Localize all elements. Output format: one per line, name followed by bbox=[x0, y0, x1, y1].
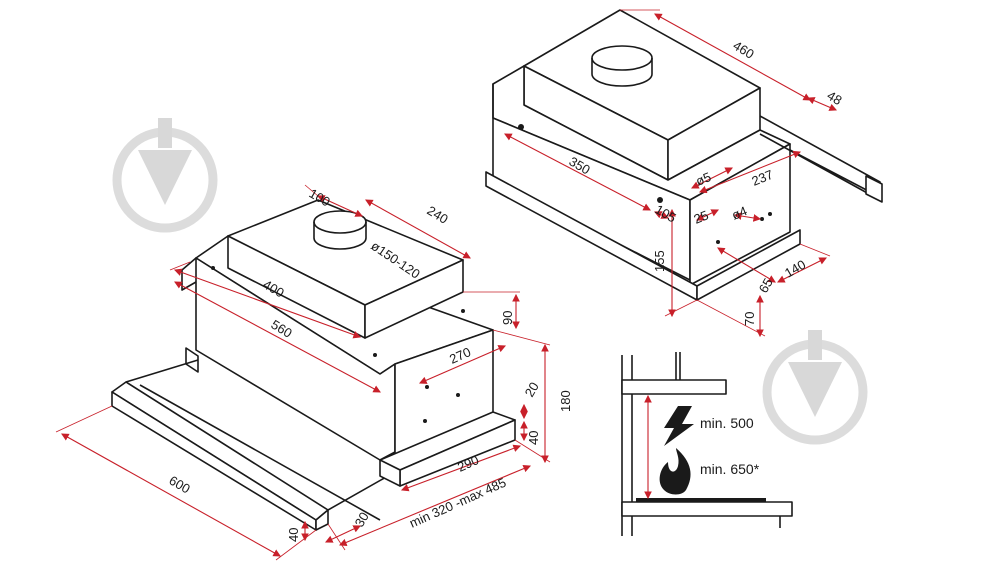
dim-40-bottom: 40 bbox=[286, 528, 301, 542]
dim-600: 600 bbox=[167, 473, 193, 497]
gas-flame-icon bbox=[659, 448, 691, 495]
dim-25: 25 bbox=[692, 207, 711, 226]
watermark-right-icon bbox=[762, 330, 868, 445]
min-gas-label: min. 650* bbox=[700, 461, 760, 477]
dim-min320-max485: min 320 -max 485 bbox=[407, 475, 508, 531]
dim-155: 155 bbox=[652, 250, 667, 272]
dim-140: 140 bbox=[782, 257, 808, 281]
dim-diameter-4: ø4 bbox=[730, 203, 750, 223]
installation-diagram: min. 500 min. 650* bbox=[621, 352, 793, 536]
dim-70: 70 bbox=[742, 312, 757, 326]
dim-40-right: 40 bbox=[526, 431, 541, 445]
left-dimension-lines bbox=[55, 184, 551, 561]
dim-90: 90 bbox=[500, 311, 515, 325]
dim-180: 180 bbox=[558, 390, 573, 412]
dim-diameter-5: ø5 bbox=[694, 169, 714, 189]
watermark-left-icon bbox=[112, 118, 218, 233]
electric-icon bbox=[664, 406, 694, 446]
dim-240: 240 bbox=[424, 203, 450, 227]
min-electric-label: min. 500 bbox=[700, 415, 754, 431]
dim-65: 65 bbox=[756, 275, 776, 295]
dim-20: 20 bbox=[522, 379, 542, 399]
right-dimension-lines bbox=[504, 9, 838, 338]
dim-48: 48 bbox=[824, 88, 844, 108]
dim-30: 30 bbox=[352, 509, 372, 529]
